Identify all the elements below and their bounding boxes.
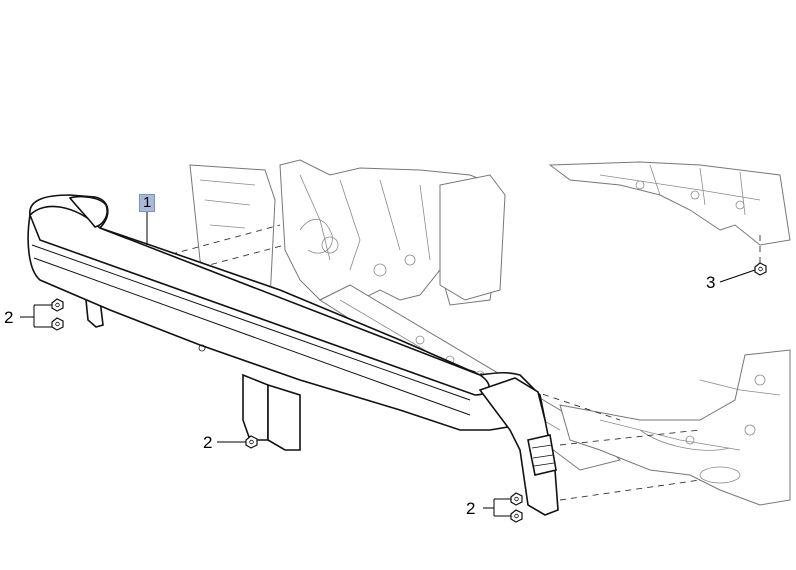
nut-icon xyxy=(51,317,64,331)
nut-icon xyxy=(754,262,767,276)
callout-nut-right: 3 xyxy=(706,273,716,292)
nut-icon-group xyxy=(51,262,767,523)
callout-part-1: 1 xyxy=(139,194,156,212)
nut-icon xyxy=(510,509,523,523)
nut-icon xyxy=(51,298,64,312)
leader-lines xyxy=(20,210,756,517)
bumper-beam xyxy=(27,194,559,516)
callout-nuts-bottom-right: 2 xyxy=(466,499,476,518)
callout-nuts-left: 2 xyxy=(4,308,14,327)
nut-icon xyxy=(245,435,258,449)
callout-nut-bottom-center: 2 xyxy=(203,433,213,452)
nut-icon xyxy=(510,492,523,506)
